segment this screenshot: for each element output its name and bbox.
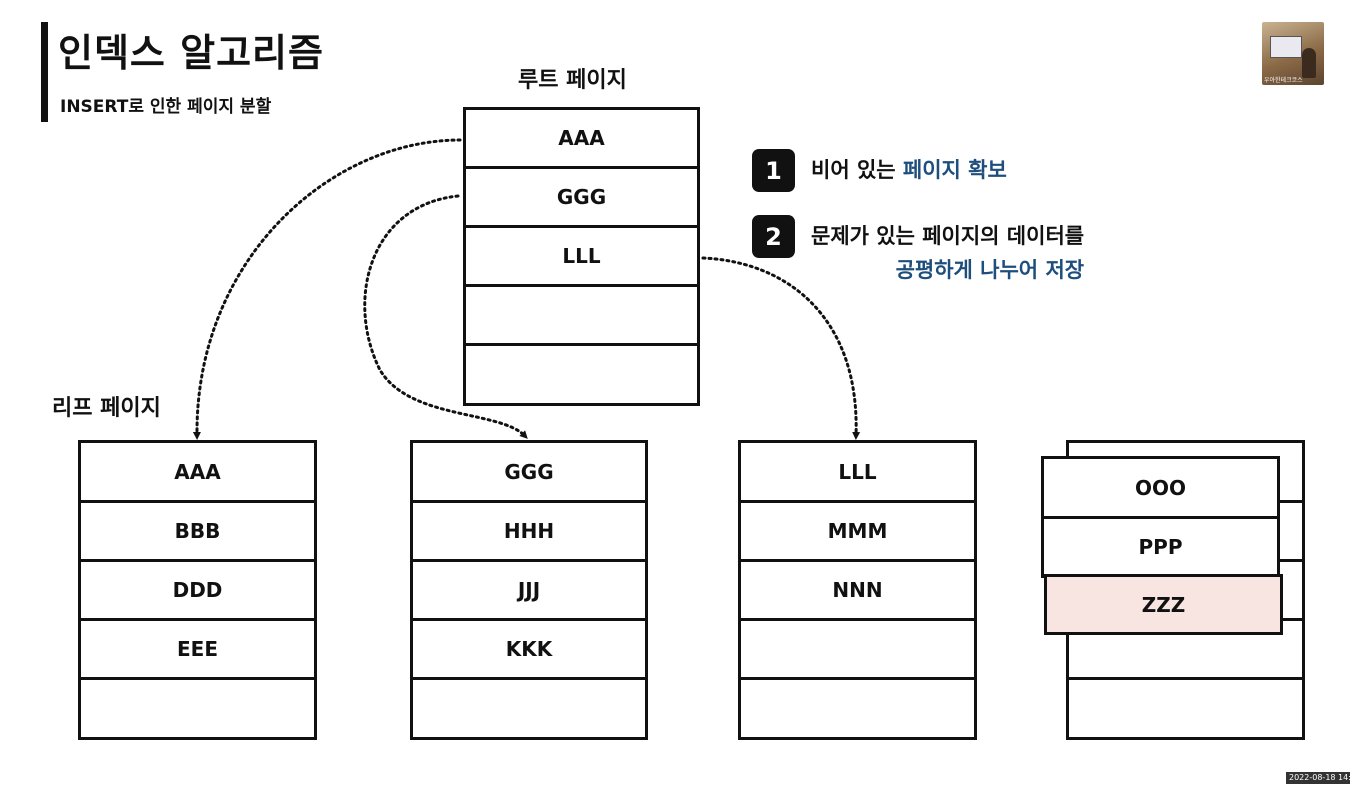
leaf3-cell-2: MMM [738,500,977,562]
moved-cell-ooo: OOO [1041,456,1280,519]
leaf-page-label: 리프 페이지 [52,396,161,421]
step-2-highlight-text: 공평하게 나누어 저장 [895,258,1085,282]
leaf3-cell-5 [738,677,977,740]
leaf2-cell-3: JJJ [410,559,648,621]
step-1-plain-text: 비어 있는 [811,158,903,182]
step-1-highlight-text: 페이지 확보 [902,158,1007,182]
root-page-label: 루트 페이지 [518,68,627,93]
arrow-ggg-to-leaf2 [363,194,528,439]
webcam-presenter [1302,48,1316,78]
moved-cell-zzz: ZZZ [1044,574,1283,635]
webcam-caption: 우아한테크코스 [1264,77,1303,84]
root-cell-5 [463,343,700,406]
arrow-aaa-to-leaf1 [192,138,462,440]
leaf1-cell-2: BBB [78,500,317,562]
step-2-number-badge: 2 [752,215,795,258]
webcam-thumbnail: 우아한테크코스 [1262,22,1324,85]
root-cell-4 [463,284,700,346]
leaf1-cell-5 [78,677,317,740]
page-title: 인덱스 알고리즘 [58,31,324,75]
leaf2-cell-1: GGG [410,440,648,503]
step-1: 1 비어 있는 페이지 확보 [752,149,1007,192]
arrow-lll-to-leaf3 [701,256,861,440]
webcam-screen [1270,36,1302,58]
root-cell-3: LLL [463,225,700,287]
root-cell-2: GGG [463,166,700,228]
new-page-bg-cell-5 [1066,677,1305,740]
timestamp-overlay: 2022-08-18 14:1 [1286,772,1350,784]
leaf2-cell-4: KKK [410,618,648,680]
leaf2-cell-5 [410,677,648,740]
step-2-plain-text: 문제가 있는 페이지의 데이터를 [811,224,1085,248]
step-1-text: 비어 있는 페이지 확보 [811,153,1007,187]
title-accent-bar [41,22,48,122]
step-1-number-badge: 1 [752,149,795,192]
step-2-text: 문제가 있는 페이지의 데이터를 공평하게 나누어 저장 [811,219,1084,287]
step-2: 2 문제가 있는 페이지의 데이터를 공평하게 나누어 저장 [752,215,1084,287]
page-subtitle: INSERT로 인한 페이지 분할 [60,97,272,117]
root-cell-1: AAA [463,107,700,169]
